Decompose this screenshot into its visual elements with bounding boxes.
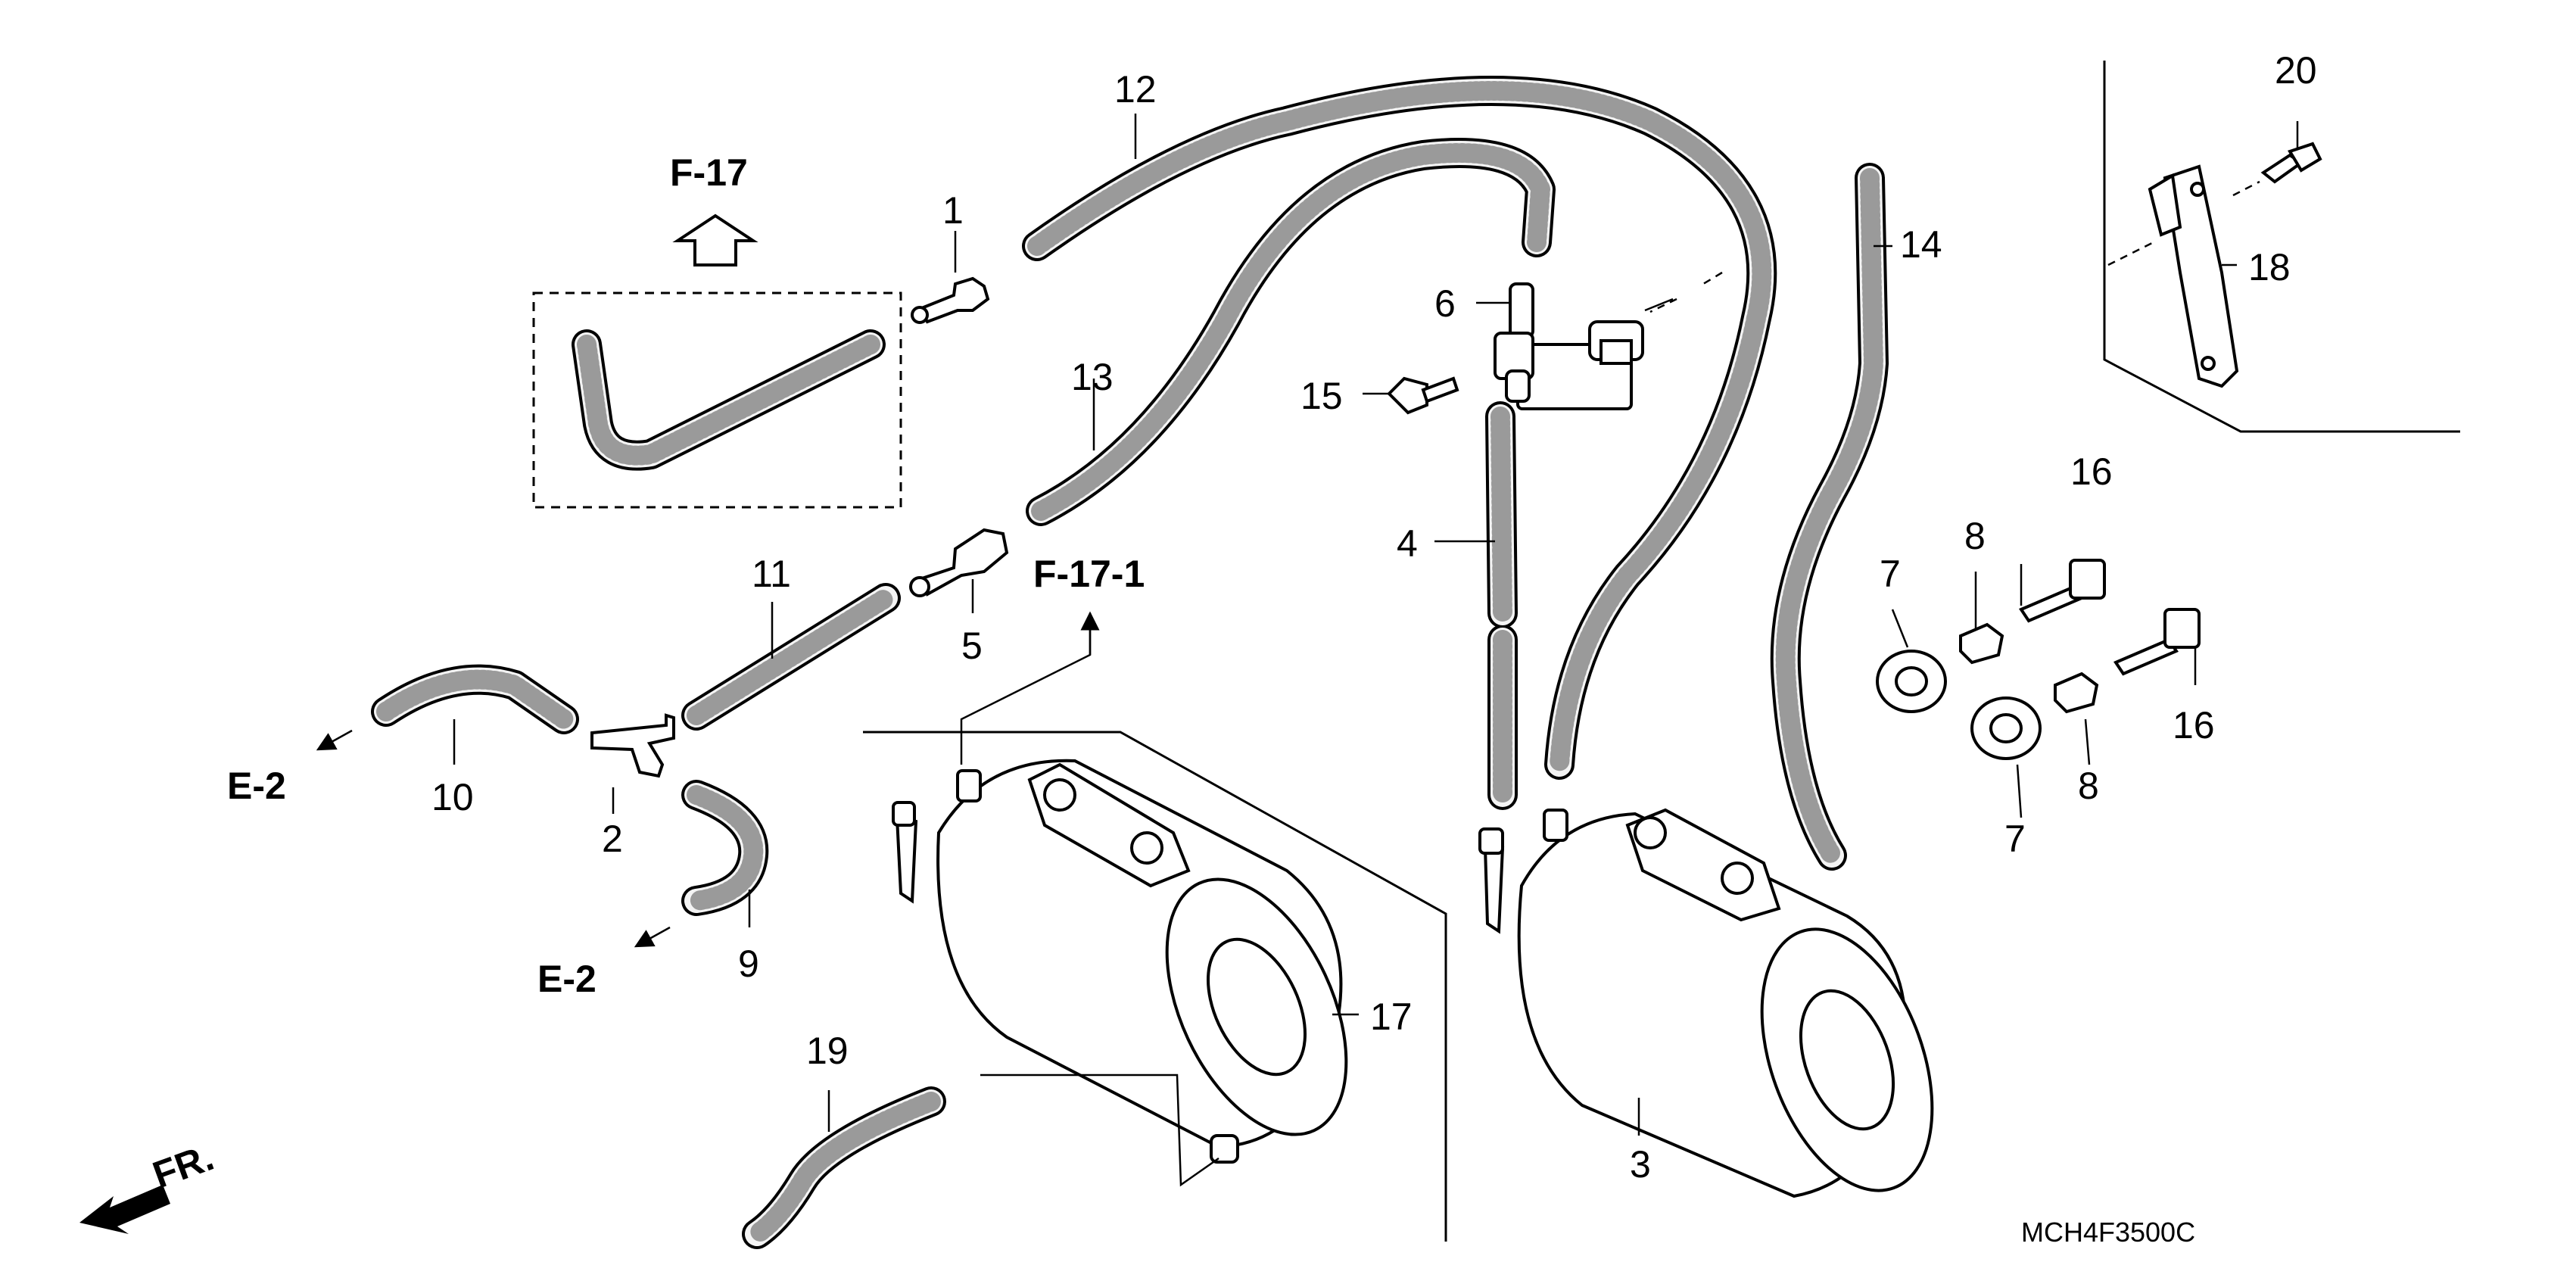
callout-14: 14 xyxy=(1900,223,1942,266)
callout-16-bottom: 16 xyxy=(2173,704,2215,746)
front-label: FR. xyxy=(148,1136,220,1196)
callout-16-top: 16 xyxy=(2070,450,2113,493)
hose-19 xyxy=(742,1086,946,1249)
hose-4 xyxy=(1485,401,1518,810)
callout-1: 1 xyxy=(942,189,964,232)
t-joint-2 xyxy=(590,713,675,778)
callout-5: 5 xyxy=(961,625,983,667)
f17-inset-box xyxy=(532,213,902,509)
hose-14 xyxy=(1770,163,1889,871)
front-arrow-icon xyxy=(79,1185,170,1234)
diagram-code: MCH4F3500C xyxy=(2021,1217,2195,1248)
joint-1 xyxy=(911,276,990,324)
callout-15: 15 xyxy=(1300,375,1343,417)
callout-10: 10 xyxy=(431,776,474,818)
callout-12: 12 xyxy=(1114,68,1157,111)
hose-12 xyxy=(1022,76,1777,780)
callout-8-top: 8 xyxy=(1964,515,1986,557)
callout-13: 13 xyxy=(1071,356,1114,398)
mount-hardware xyxy=(1876,559,2201,760)
callout-2: 2 xyxy=(602,818,623,860)
callout-19: 19 xyxy=(806,1030,849,1072)
callout-4: 4 xyxy=(1397,522,1418,565)
callout-3: 3 xyxy=(1630,1143,1651,1186)
section-dividers xyxy=(863,61,2460,1242)
callout-8-bottom: 8 xyxy=(2078,765,2099,807)
canister-3 xyxy=(1478,808,1934,1198)
hose-11 xyxy=(681,583,901,731)
reference-arrows xyxy=(316,611,1100,948)
inset-hose xyxy=(572,329,886,471)
callout-6: 6 xyxy=(1434,282,1456,325)
ref-e2-lower: E-2 xyxy=(537,958,596,1000)
hose-9 xyxy=(681,780,769,916)
canister-17 xyxy=(892,759,1348,1164)
bracket-18 xyxy=(2148,164,2239,388)
callout-11: 11 xyxy=(752,553,791,595)
valve-6 xyxy=(1494,282,1644,410)
callout-9: 9 xyxy=(738,943,759,985)
front-direction-marker: FR. xyxy=(79,1136,219,1234)
bolt-15 xyxy=(1387,376,1459,415)
bolt-20 xyxy=(2260,142,2322,184)
ref-f17-1: F-17-1 xyxy=(1033,553,1145,595)
leader-lines xyxy=(453,114,2299,1187)
callout-17: 17 xyxy=(1370,996,1413,1038)
joint-5 xyxy=(909,528,1009,597)
up-arrow-icon xyxy=(672,213,758,266)
callout-7-top: 7 xyxy=(1880,553,1901,595)
hose-13 xyxy=(1026,138,1556,526)
ref-e2-upper: E-2 xyxy=(227,765,286,807)
callout-18: 18 xyxy=(2248,246,2291,288)
ref-f17: F-17 xyxy=(670,151,748,194)
callout-7-bottom: 7 xyxy=(2004,818,2026,860)
callout-20: 20 xyxy=(2275,49,2317,92)
hose-10 xyxy=(371,664,579,734)
